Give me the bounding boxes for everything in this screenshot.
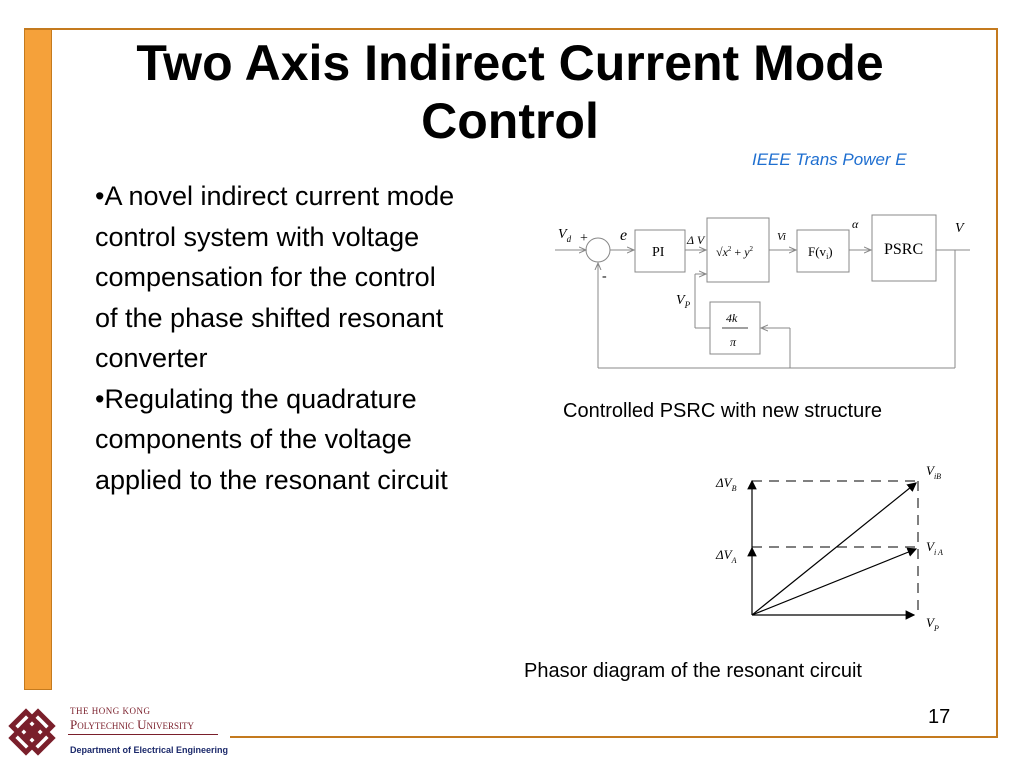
bullet-item: •A novel indirect current mode control s… <box>95 181 455 373</box>
bottom-border <box>230 736 998 738</box>
delta-vb-label: ΔVB <box>715 475 737 493</box>
vp-label: VP <box>676 293 691 310</box>
phasor-diagram-caption: Phasor diagram of the resonant circuit <box>524 660 862 682</box>
alpha-label: α <box>852 217 859 231</box>
delta-v-label: Δ V <box>686 233 706 247</box>
footer-divider <box>68 734 218 735</box>
gain-numerator: 4k <box>726 311 738 325</box>
plus-sign: + <box>580 231 588 246</box>
vib-label: ViB <box>926 463 941 481</box>
gain-denominator: π <box>730 335 737 349</box>
summing-junction <box>585 237 611 263</box>
university-name-line2: Polytechnic University <box>70 717 194 732</box>
f-block-label: F(vi) <box>808 244 833 261</box>
f-block <box>796 229 850 273</box>
psrc-label: PSRC <box>884 241 923 258</box>
minus-sign: - <box>602 269 607 284</box>
input-label: Vd <box>558 227 572 244</box>
bullet-list: •A novel indirect current mode control s… <box>95 176 465 500</box>
university-logo-icon <box>8 708 56 756</box>
slide-title: Two Axis Indirect Current Mode Control <box>136 35 884 149</box>
block-diagram-caption: Controlled PSRC with new structure <box>563 400 883 422</box>
pi-label: PI <box>652 245 665 260</box>
sqrt-label: √x2 + y2 <box>716 245 754 259</box>
delta-va-label: ΔVA <box>715 547 737 565</box>
psrc-block <box>871 214 937 282</box>
left-accent-bar <box>24 28 52 690</box>
right-border <box>996 28 998 738</box>
source-reference: IEEE Trans Power E <box>752 150 907 169</box>
department-name: Department of Electrical Engineering <box>70 745 229 755</box>
page-number: 17 <box>928 706 951 728</box>
pi-block <box>634 229 686 273</box>
control-block-diagram: Vd + - e PI Δ V √x2 + y2 Vi F(vi) α PSRC… <box>555 214 970 369</box>
top-border <box>24 28 998 30</box>
phasor-diagram: ΔVB ΔVA ViB Vi A VP <box>715 463 943 633</box>
university-name-line1: THE HONG KONG <box>70 706 151 716</box>
output-label: V <box>955 221 965 236</box>
error-label: e <box>620 227 627 244</box>
bullet-item: •Regulating the quadrature components of… <box>95 383 448 495</box>
via-label: Vi A <box>926 539 943 557</box>
vp-phasor-label: VP <box>926 615 939 633</box>
vi-label: Vi <box>777 231 786 243</box>
